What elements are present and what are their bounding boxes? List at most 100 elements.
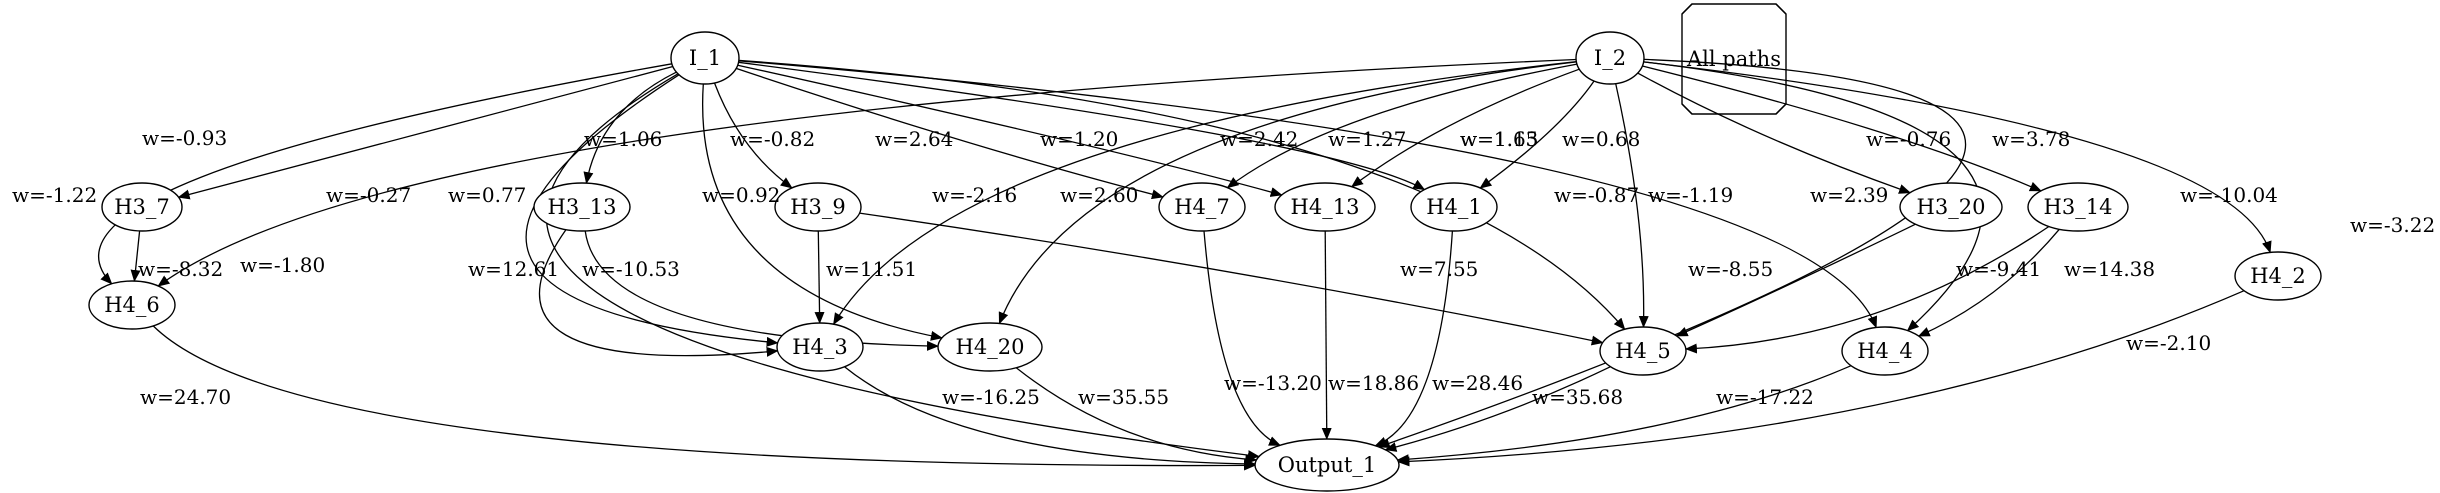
edge-weight-label: w=-8.32 [138, 257, 223, 281]
edge-I_1-to-H4_6 [98, 63, 673, 285]
edge-H4_6-to-Output_1 [152, 325, 1256, 471]
legend-corner [1775, 3, 1787, 15]
edge-weight-label: w=2.60 [1060, 183, 1138, 207]
node-label: H3_9 [790, 195, 846, 219]
node-H3_14: H3_14 [2027, 182, 2129, 232]
node-ellipse [670, 31, 740, 85]
legend-box: All paths [1681, 3, 1787, 115]
edge-weight-label: w=-0.87 [1554, 183, 1639, 207]
node-H3_7: H3_7 [101, 182, 183, 232]
edge-H4_2-to-Output_1 [1397, 290, 2245, 467]
node-label: H4_7 [1174, 195, 1230, 219]
edge-I_2-to-H4_4 [1643, 61, 1983, 332]
edge-I_2-to-H4_20 [998, 61, 1577, 325]
node-label: H3_13 [548, 195, 617, 219]
edge-I_2-to-H3_14 [1642, 65, 2042, 192]
edge-I_1-to-H4_13 [737, 64, 1283, 197]
edge-I_1-to-Output_1 [545, 73, 1260, 461]
node-label: H3_14 [2044, 195, 2113, 219]
edge-weight-label: w=-13.20 [1224, 371, 1322, 395]
edge-I_1-to-H3_13 [583, 71, 677, 185]
node-ellipse [533, 182, 631, 232]
edge-weight-label: w=-16.25 [942, 385, 1040, 409]
edge-weight-label: w=12.61 [468, 257, 559, 281]
edge-weight-label: w=-1.19 [1648, 183, 1733, 207]
edge-weight-label: w=7.55 [1400, 257, 1478, 281]
node-H4_6: H4_6 [88, 280, 176, 330]
node-H3_9: H3_9 [774, 182, 862, 232]
edge-I_2-to-H4_1 [1479, 80, 1595, 189]
node-label: H3_7 [114, 195, 170, 219]
edge-H3_14-to-H4_4 [1917, 228, 2060, 337]
node-label: I_1 [689, 46, 721, 70]
edge-weight-label: w=2.64 [875, 127, 953, 151]
edge-H4_7-to-Output_1 [1203, 230, 1282, 446]
node-label: H4_6 [104, 293, 160, 317]
legend-corner [1681, 103, 1693, 115]
edge-I_2-to-H4_13 [1351, 68, 1580, 188]
edge-I_2-to-H4_3 [833, 61, 1577, 326]
edge-H4_3-to-Output_1 [844, 366, 1257, 469]
edge-I_1-to-H3_9 [713, 82, 793, 189]
edge-weight-label: w=-10.53 [582, 257, 680, 281]
edge-H4_4-to-Output_1 [1396, 365, 1852, 465]
edge-weight-label: w=-17.22 [1716, 385, 1814, 409]
edge-weight-label: w=-0.27 [326, 183, 411, 207]
node-ellipse [101, 182, 183, 232]
edge-weight-label: w=-0.82 [730, 127, 815, 151]
node-ellipse [1599, 326, 1687, 376]
edge-H3_9-to-H4_5 [859, 212, 1604, 346]
edge-H3_13-to-H4_20 [584, 230, 939, 351]
edge-I_1-to-H4_7 [735, 67, 1164, 200]
node-label: H4_3 [792, 335, 848, 359]
edge-weight-label: w=1.27 [1328, 127, 1406, 151]
edge-weight-label: w=35.68 [1532, 385, 1623, 409]
node-ellipse [776, 322, 864, 372]
edge-H3_20-to-H4_5 [1675, 223, 1916, 337]
node-ellipse [88, 280, 176, 330]
node-label: H4_2 [2250, 264, 2306, 288]
legend-corner [1681, 3, 1693, 15]
edges-layer [98, 58, 2272, 471]
edge-weight-label: w=2.39 [1810, 183, 1888, 207]
node-ellipse [1254, 438, 1400, 492]
node-H3_13: H3_13 [533, 182, 631, 232]
edge-weight-label: w=35.55 [1078, 385, 1169, 409]
node-ellipse [2234, 251, 2322, 301]
edge-weight-label: w=3.78 [1992, 127, 2070, 151]
edge-weight-label: w=0.92 [702, 183, 780, 207]
edge-weight-label: w=1.15 [1460, 127, 1538, 151]
node-H4_5: H4_5 [1599, 326, 1687, 376]
edge-I_2-to-H4_7 [1226, 63, 1578, 189]
edge-H4_1-to-Output_1 [1374, 230, 1454, 447]
edge-H3_14-to-H4_5 [1684, 225, 2050, 354]
node-ellipse [1410, 182, 1498, 232]
edge-I_2-to-H3_20 [1637, 72, 1912, 194]
edge-weight-label: w=-8.55 [1688, 257, 1773, 281]
edge-weight-label: w=1.06 [584, 127, 662, 151]
edge-weight-label: w=-2.10 [2126, 331, 2211, 355]
edge-weight-label: w=2.42 [1220, 127, 1298, 151]
edge-I_2-to-H4_2 [1643, 61, 2272, 254]
edge-weight-label: w=0.77 [448, 183, 526, 207]
edge-H4_5-to-Output_1 [1384, 366, 1611, 452]
node-H4_13: H4_13 [1274, 182, 1376, 232]
edge-weight-label: w=1.20 [1040, 127, 1118, 151]
edge-labels-layer: w=-0.93w=-1.22w=-1.80w=-0.27w=1.06w=0.92… [12, 126, 2435, 409]
node-ellipse [1274, 182, 1376, 232]
node-H4_2: H4_2 [2234, 251, 2322, 301]
edge-weight-label: w=1.63 [1460, 127, 1538, 151]
edge-H3_7-to-H4_6 [130, 230, 141, 282]
node-H4_20: H4_20 [937, 322, 1043, 372]
edge-weight-label: w=0.68 [1562, 127, 1640, 151]
edge-weight-label: w=-9.41 [1956, 257, 2041, 281]
node-label: H4_20 [956, 335, 1025, 359]
edge-I_2-to-H4_6 [157, 58, 1577, 287]
edge-weight-label: w=28.46 [1432, 371, 1523, 395]
node-Output_1: Output_1 [1254, 438, 1400, 492]
node-ellipse [1899, 182, 2003, 232]
edge-I_1-to-H3_7 [177, 65, 674, 200]
node-I_1: I_1 [670, 31, 740, 85]
